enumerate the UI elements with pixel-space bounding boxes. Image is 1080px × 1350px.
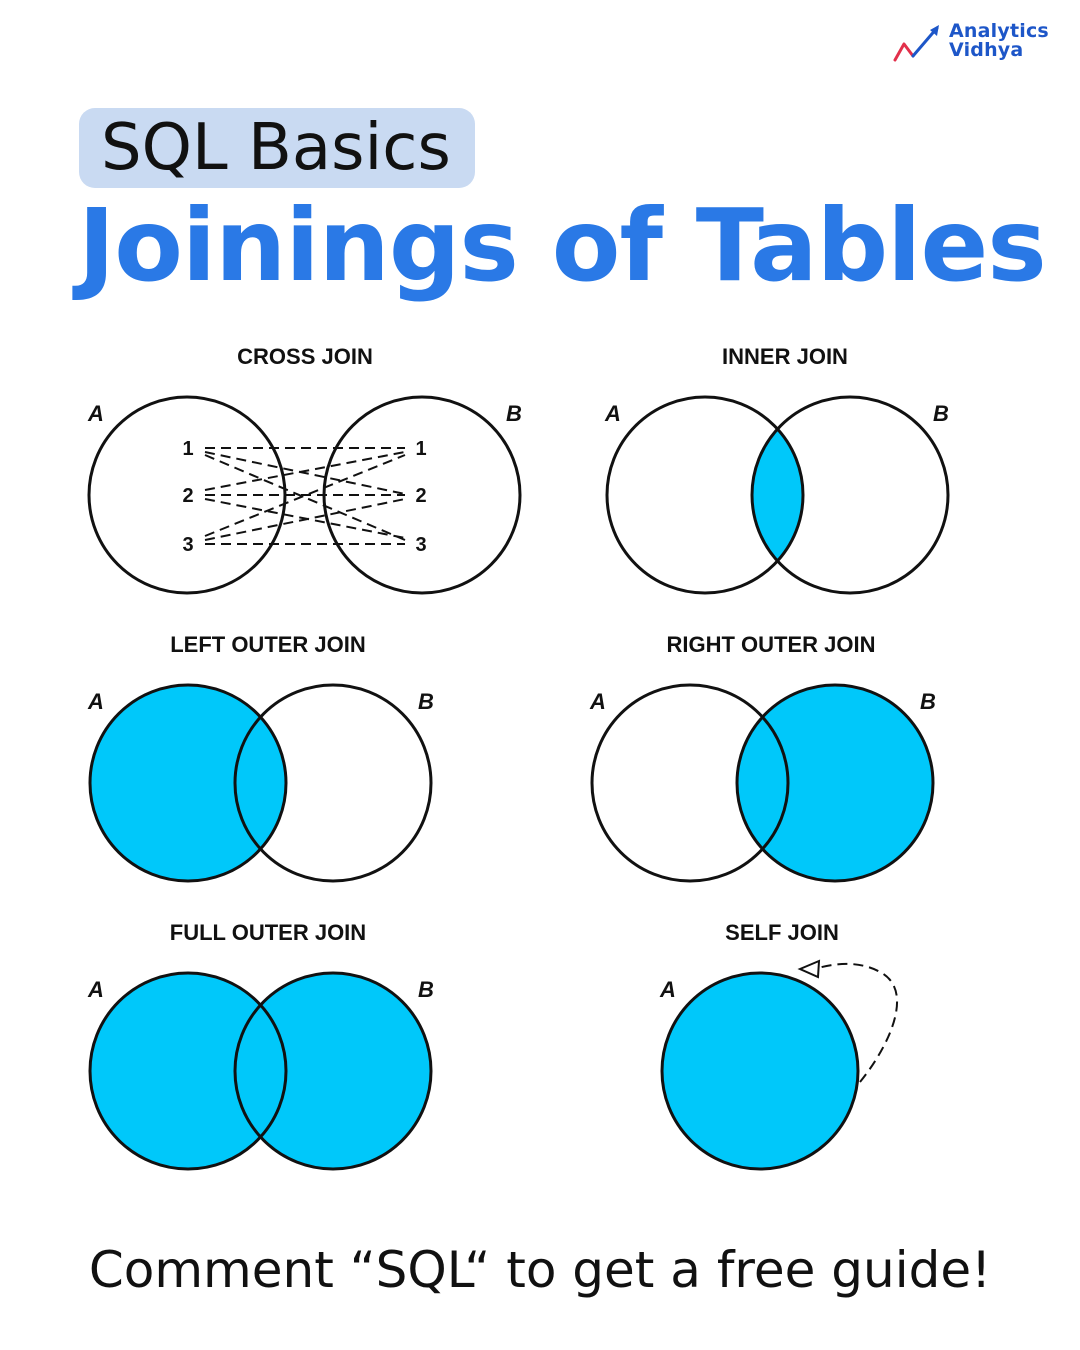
inner-join-title: INNER JOIN bbox=[722, 344, 848, 369]
left-set-a-label: A bbox=[87, 689, 104, 714]
left-outer-join-diagram: LEFT OUTER JOIN A B bbox=[87, 632, 434, 883]
self-set-a-circle bbox=[660, 971, 860, 1171]
cross-left-row-2: 2 bbox=[182, 485, 193, 507]
self-join-arrowhead-icon bbox=[797, 959, 821, 979]
brand-line-1: Analytics bbox=[949, 20, 1049, 42]
left-set-a-fill bbox=[90, 685, 286, 881]
full-set-a-label: A bbox=[87, 977, 104, 1002]
full-set-b-label: B bbox=[418, 977, 434, 1002]
brand-name: Analytics Vidhya bbox=[949, 22, 1049, 60]
page-title: Joinings of Tables bbox=[78, 187, 1047, 304]
join-diagrams: CROSS JOIN A B 1 2 3 1 2 3 INNER JOIN A … bbox=[87, 344, 950, 1171]
self-join-diagram: SELF JOIN A bbox=[659, 920, 898, 1171]
cross-set-b-label: B bbox=[506, 401, 522, 426]
left-set-b-circle bbox=[233, 683, 433, 883]
full-outer-join-title: FULL OUTER JOIN bbox=[170, 920, 366, 945]
right-outer-join-diagram: RIGHT OUTER JOIN A B bbox=[589, 632, 936, 883]
topic-badge: SQL Basics bbox=[79, 108, 475, 188]
brand-line-2: Vidhya bbox=[949, 39, 1024, 61]
inner-join-diagram: INNER JOIN A B bbox=[604, 344, 950, 595]
full-set-a-circle bbox=[88, 971, 288, 1171]
full-set-b-fill bbox=[235, 973, 431, 1169]
left-set-a-circle bbox=[88, 683, 288, 883]
self-set-a-label: A bbox=[659, 977, 676, 1002]
full-set-a-fill bbox=[90, 973, 286, 1169]
inner-set-a-circle bbox=[605, 395, 805, 595]
cross-right-row-3: 3 bbox=[415, 534, 426, 556]
full-set-b-circle bbox=[233, 971, 433, 1171]
right-set-b-circle bbox=[735, 683, 935, 883]
footer-cta: Comment “SQL“ to get a free guide! bbox=[88, 1241, 992, 1299]
right-set-a-circle bbox=[590, 683, 790, 883]
left-outer-join-title: LEFT OUTER JOIN bbox=[170, 632, 366, 657]
self-set-a-fill bbox=[662, 973, 858, 1169]
self-join-loop-arrow bbox=[817, 962, 898, 1083]
inner-set-a-label: A bbox=[604, 401, 621, 426]
inner-set-b-circle bbox=[750, 395, 950, 595]
cross-right-row-2: 2 bbox=[415, 485, 426, 507]
trend-arrow-icon bbox=[893, 25, 939, 62]
cross-left-row-3: 3 bbox=[182, 534, 193, 556]
brand-logo: Analytics Vidhya bbox=[893, 22, 1063, 68]
inner-set-b-label: B bbox=[933, 401, 949, 426]
right-set-b-label: B bbox=[920, 689, 936, 714]
right-outer-join-title: RIGHT OUTER JOIN bbox=[666, 632, 875, 657]
topic-badge-label: SQL Basics bbox=[101, 111, 451, 185]
cross-left-row-1: 1 bbox=[182, 438, 193, 460]
left-set-b-label: B bbox=[418, 689, 434, 714]
self-join-title: SELF JOIN bbox=[725, 920, 839, 945]
cross-join-diagram: CROSS JOIN A B 1 2 3 1 2 3 bbox=[87, 344, 522, 595]
cross-join-title: CROSS JOIN bbox=[237, 344, 373, 369]
cross-right-row-1: 1 bbox=[415, 438, 426, 460]
right-set-a-label: A bbox=[589, 689, 606, 714]
full-outer-join-diagram: FULL OUTER JOIN A B bbox=[87, 920, 434, 1171]
right-set-b-fill bbox=[737, 685, 933, 881]
cross-set-a-label: A bbox=[87, 401, 104, 426]
cross-join-pairings bbox=[204, 447, 406, 545]
